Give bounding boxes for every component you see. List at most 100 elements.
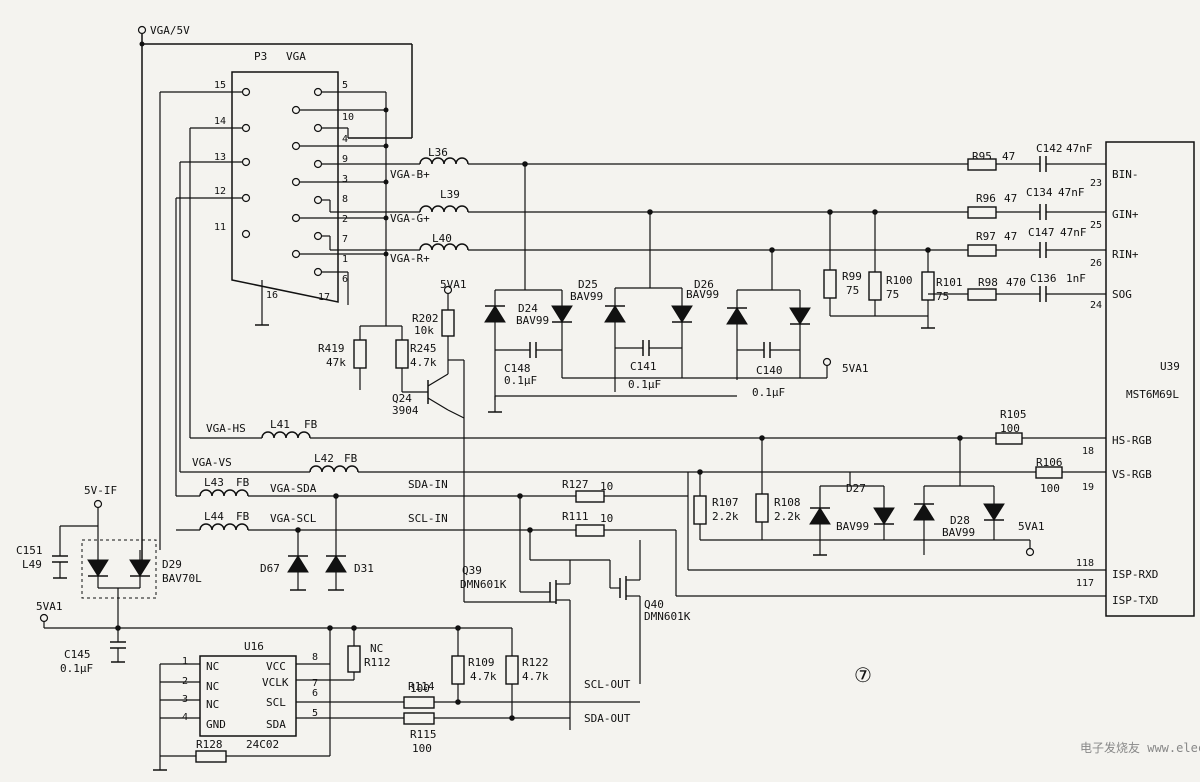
svg-text:0.1μF: 0.1μF: [628, 378, 661, 391]
svg-text:SCL-IN: SCL-IN: [408, 512, 448, 525]
svg-text:SDA-OUT: SDA-OUT: [584, 712, 631, 725]
svg-text:75: 75: [936, 290, 949, 303]
svg-text:BAV99: BAV99: [942, 526, 975, 539]
svg-text:R112: R112: [364, 656, 391, 669]
svg-text:ISP-TXD: ISP-TXD: [1112, 594, 1158, 607]
svg-text:BIN-: BIN-: [1112, 168, 1139, 181]
svg-text:25: 25: [1090, 220, 1102, 231]
svg-text:R115: R115: [410, 728, 437, 741]
svg-text:R202: R202: [412, 312, 439, 325]
svg-text:L41: L41: [270, 418, 290, 431]
svg-text:VGA-VS: VGA-VS: [192, 456, 232, 469]
svg-text:47: 47: [1004, 192, 1017, 205]
svg-text:SCL: SCL: [266, 696, 286, 709]
svg-text:ISP-RXD: ISP-RXD: [1112, 568, 1158, 581]
svg-text:26: 26: [1090, 258, 1102, 269]
svg-text:L44: L44: [204, 510, 224, 523]
svg-text:47nF: 47nF: [1066, 142, 1093, 155]
svg-text:13: 13: [214, 152, 226, 163]
ic-u39: U39 MST6M69L BIN-23 GIN+25 RIN+26 SOG24 …: [1076, 141, 1195, 617]
svg-text:VCLK: VCLK: [262, 676, 289, 689]
connector-ref: P3: [254, 50, 267, 63]
svg-text:C142: C142: [1036, 142, 1063, 155]
svg-text:0.1μF: 0.1μF: [504, 374, 537, 387]
svg-text:15: 15: [214, 80, 226, 91]
svg-text:NC: NC: [370, 642, 383, 655]
svg-text:2.2k: 2.2k: [712, 510, 739, 523]
svg-text:47: 47: [1004, 230, 1017, 243]
svg-text:Q39: Q39: [462, 564, 482, 577]
svg-text:R109: R109: [468, 656, 495, 669]
svg-text:R108: R108: [774, 496, 801, 509]
connector-right-pins: 5 10 4 9 3 8 2 7 1 6: [291, 80, 354, 285]
svg-text:HS-RGB: HS-RGB: [1112, 434, 1152, 447]
connector-left-pins: 15 14 13 12 11: [214, 80, 251, 239]
connector-name: VGA: [286, 50, 306, 63]
svg-text:47nF: 47nF: [1058, 186, 1085, 199]
svg-text:3: 3: [342, 174, 348, 185]
svg-text:R97: R97: [976, 230, 996, 243]
svg-text:23: 23: [1090, 178, 1102, 189]
svg-text:7: 7: [342, 234, 348, 245]
svg-text:BAV99: BAV99: [516, 314, 549, 327]
svg-text:470: 470: [1006, 276, 1026, 289]
u39-part: MST6M69L: [1126, 388, 1179, 401]
svg-text:4.7k: 4.7k: [410, 356, 437, 369]
svg-text:18: 18: [1082, 446, 1094, 457]
svg-text:7: 7: [312, 678, 318, 689]
svg-text:FB: FB: [304, 418, 318, 431]
svg-text:5VA1: 5VA1: [1018, 520, 1045, 533]
svg-text:GND: GND: [206, 718, 226, 731]
svg-text:8: 8: [342, 194, 348, 205]
svg-text:3904: 3904: [392, 404, 419, 417]
svg-text:6: 6: [312, 688, 318, 699]
u16-part: 24C02: [246, 738, 279, 751]
svg-text:SDA-IN: SDA-IN: [408, 478, 448, 491]
net-vga-g: VGA-G+: [390, 212, 430, 225]
svg-text:100: 100: [412, 742, 432, 755]
svg-text:R419: R419: [318, 342, 345, 355]
svg-text:1: 1: [342, 254, 348, 265]
termination-resistors: R99 75 R100 75 R101 75: [823, 212, 963, 329]
svg-text:SDA: SDA: [266, 718, 286, 731]
svg-text:D31: D31: [354, 562, 374, 575]
svg-text:L43: L43: [204, 476, 224, 489]
svg-text:R127: R127: [562, 478, 589, 491]
cap-c140: C140: [756, 364, 783, 377]
svg-text:C136: C136: [1030, 272, 1057, 285]
svg-text:VGA-SDA: VGA-SDA: [270, 482, 317, 495]
svg-text:4: 4: [342, 134, 348, 145]
svg-text:R105: R105: [1000, 408, 1027, 421]
svg-text:11: 11: [214, 222, 226, 233]
svg-text:D28: D28: [950, 514, 970, 527]
svg-text:R122: R122: [522, 656, 549, 669]
svg-text:2.2k: 2.2k: [774, 510, 801, 523]
svg-text:10: 10: [342, 112, 354, 123]
svg-text:C147: C147: [1028, 226, 1055, 239]
svg-text:6: 6: [342, 274, 348, 285]
svg-text:0.1μF: 0.1μF: [752, 386, 785, 399]
svg-text:47nF: 47nF: [1060, 226, 1087, 239]
svg-text:10k: 10k: [414, 324, 434, 337]
diode-d24: D24: [518, 302, 538, 315]
svg-text:100: 100: [410, 682, 430, 695]
svg-text:R114: R114: [408, 680, 435, 693]
svg-text:5VA1: 5VA1: [36, 600, 63, 613]
svg-text:BAV99: BAV99: [686, 288, 719, 301]
svg-text:D27: D27: [846, 482, 866, 495]
inductor-l39: L39: [440, 188, 460, 201]
svg-text:D67: D67: [260, 562, 280, 575]
u39-ref: U39: [1160, 360, 1180, 373]
vga-5v-rail: VGA/5V: [137, 24, 413, 560]
svg-text:1nF: 1nF: [1066, 272, 1086, 285]
svg-text:R245: R245: [410, 342, 437, 355]
svg-text:VGA-HS: VGA-HS: [206, 422, 246, 435]
